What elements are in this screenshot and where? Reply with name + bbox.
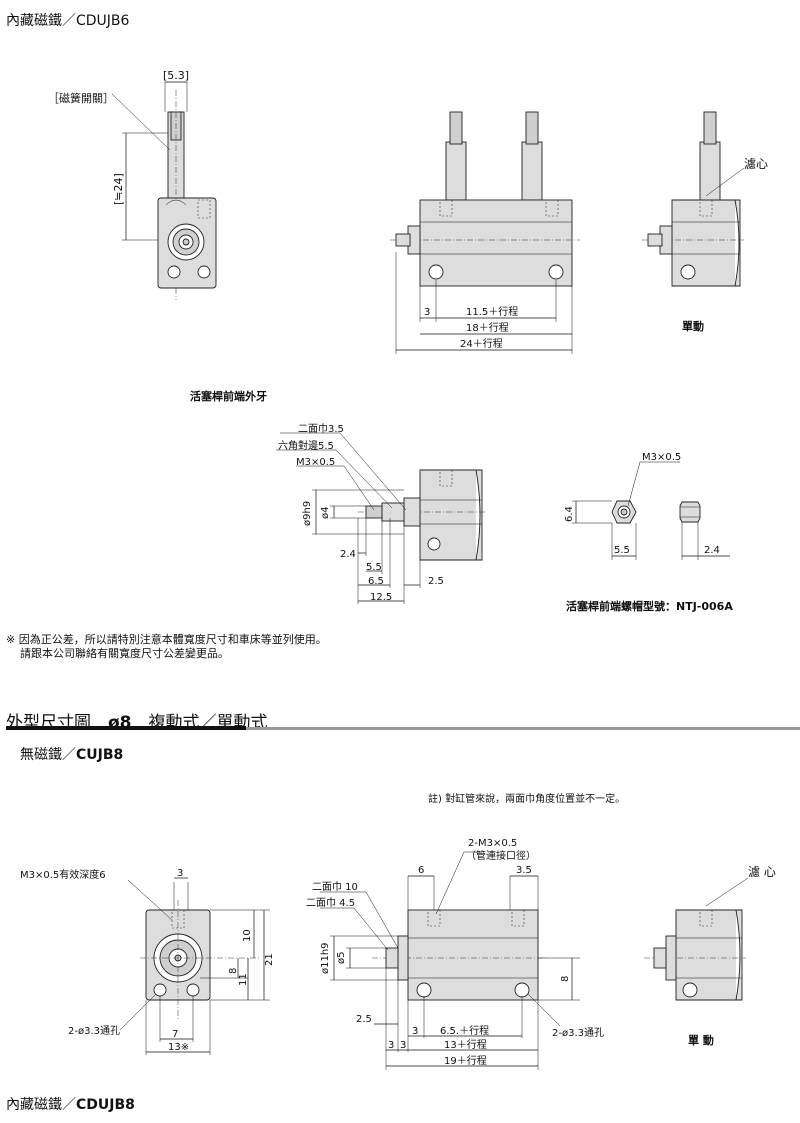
note-line-2: 請跟本公司聯絡有關寬度尺寸公差變更品。 [20, 647, 229, 660]
b8-dim-7: 7 [172, 1029, 178, 1040]
b8-filter-label: 濾 心 [748, 864, 776, 879]
dim-2-5: 2.5 [428, 576, 444, 587]
rod-end-title: 活塞桿前端外牙 [190, 390, 267, 403]
sub2-model: CDUJB8 [76, 1097, 135, 1113]
b8-flats-4-5: 二面巾 4.5 [306, 896, 355, 909]
dim-24: [≒24] [112, 173, 125, 205]
b8-dim-13: 13※ [168, 1042, 189, 1053]
dim-5-3: [5.3] [163, 69, 189, 82]
b8-dim-3c: 3 [400, 1040, 406, 1051]
nut-dim-6-4: 6.4 [564, 506, 575, 522]
b8-dia-5: ø5 [336, 952, 347, 964]
sub2-prefix: 內藏磁鐵／ [6, 1097, 76, 1113]
dim-6-5: 6.5 [368, 576, 384, 587]
b8-side-8: 8 [560, 976, 571, 982]
single-action-view-b6 [642, 111, 745, 287]
dim-12-5: 12.5 [370, 592, 392, 603]
b8-through-hole: 2-ø3.3通孔 [68, 1025, 120, 1037]
rod-end-view [276, 432, 486, 604]
single-action-view-b8 [644, 877, 749, 1001]
header-cdujb6: 內藏磁鐵／CDUJB6 [6, 10, 129, 30]
dim-11-5: 11.5＋行程 [466, 305, 518, 318]
dim-18: 18＋行程 [466, 321, 509, 334]
b8-port-thread: M3×0.5有效深度6 [20, 868, 106, 881]
front-view-b6 [111, 81, 217, 300]
thread-m3: M3×0.5 [296, 457, 335, 468]
cdujb6-drawing: [5.3] ［磁簧開關］ [≒24] 3 11.5＋行程 18＋行程 24＋行程 [48, 69, 768, 354]
filter-label: 濾心 [744, 156, 768, 171]
subheader-cdujb8: 內藏磁鐵／CDUJB8 [6, 1094, 135, 1114]
single-action-label: 單動 [682, 319, 704, 333]
rod-nut-drawing: 二面巾3.5 六角對邊5.5 M3×0.5 ø9h9 ø4 2.4 5.5 6.… [276, 422, 730, 604]
b8-dia-11h9: ø11h9 [320, 942, 331, 974]
header-prefix: 內藏磁鐵／ [6, 13, 76, 29]
b8-dim-13s: 13＋行程 [444, 1038, 487, 1051]
b8-dim-6-5: 6.5.＋行程 [440, 1024, 489, 1037]
header-model: CDUJB6 [76, 13, 130, 29]
dim-3: 3 [424, 307, 430, 318]
section-rule [6, 726, 800, 730]
note-line-1: ※ 因為正公差，所以請特別注意本體寬度尺寸和車床等並列使用。 [6, 633, 327, 646]
b8-dim-10: 10 [242, 929, 253, 942]
b8-dim-19s: 19＋行程 [444, 1054, 487, 1067]
b8-through-hole-2: 2-ø3.3通孔 [552, 1027, 604, 1039]
dia-9h9: ø9h9 [302, 501, 313, 526]
cujb8-drawing: 註) 對缸管來說，兩面巾角度位置並不一定。 M3×0.5有效深度6 3 10 2… [20, 792, 776, 1070]
b8-dim-2-5: 2.5 [356, 1014, 372, 1025]
b8-flats-10: 二面巾 10 [312, 880, 358, 893]
b8-dim-3: 3 [177, 868, 183, 879]
flats-3-5: 二面巾3.5 [298, 422, 344, 435]
b8-port-sub: （管連接口徑） [466, 849, 536, 862]
nut-dim-2-4: 2.4 [704, 545, 720, 556]
b8-note: 註) 對缸管來說，兩面巾角度位置並不一定。 [428, 792, 625, 805]
b8-port-label: 2-M3×0.5 [468, 838, 517, 849]
hex-5-5: 六角對邊5.5 [278, 439, 334, 452]
sub-model: CUJB8 [76, 747, 124, 763]
sub-prefix: 無磁鐵／ [20, 747, 76, 763]
b8-single-action: 單 動 [688, 1033, 714, 1047]
b8-dim-21: 21 [264, 953, 275, 966]
dim-5-5: 5.5 [366, 562, 382, 573]
reed-switch-label: ［磁簧開關］ [48, 91, 114, 105]
side-view-b6 [390, 111, 580, 354]
nut-thread: M3×0.5 [642, 452, 681, 463]
b8-dim-11: 11 [238, 973, 249, 986]
nut-view [572, 461, 730, 560]
b8-dim-3b: 3 [388, 1040, 394, 1051]
dia-4: ø4 [320, 507, 331, 519]
b8-side-6: 6 [418, 865, 424, 876]
nut-caption: 活塞桿前端螺帽型號：NTJ-006A [566, 600, 733, 613]
nut-dim-5-5: 5.5 [614, 545, 630, 556]
front-view-b8 [119, 877, 270, 1055]
b8-dim-8: 8 [228, 968, 239, 974]
subheader-cujb8: 無磁鐵／CUJB8 [20, 744, 123, 764]
b8-dim-3a: 3 [412, 1026, 418, 1037]
dim-2-4: 2.4 [340, 549, 356, 560]
dim-24-stroke: 24＋行程 [460, 337, 503, 350]
side-view-b8 [320, 851, 580, 1070]
b8-side-3-5: 3.5 [516, 865, 532, 876]
